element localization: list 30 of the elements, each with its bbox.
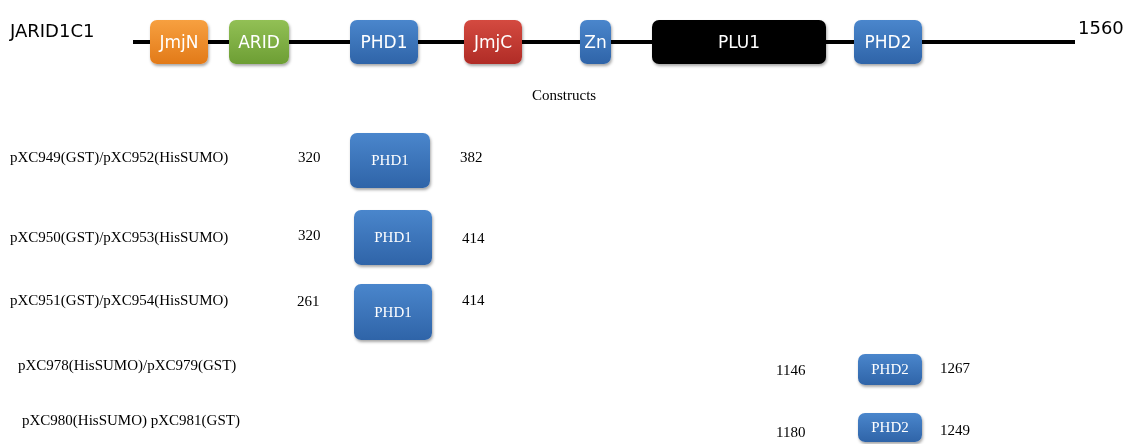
domain-box: PHD1 [354, 284, 432, 340]
construct-name: pXC950(GST)/pXC953(HisSUMO) [10, 228, 229, 246]
construct-name: pXC951(GST)/pXC954(HisSUMO) [10, 291, 229, 309]
residue-number: 382 [460, 148, 483, 166]
protein-name: JARID1C1 [10, 19, 95, 41]
residue-number: 414 [462, 229, 485, 247]
domain-box: PHD1 [354, 210, 432, 265]
construct-name: pXC980(HisSUMO) pXC981(GST) [22, 411, 240, 429]
construct-name: pXC978(HisSUMO)/pXC979(GST) [18, 356, 237, 374]
domain-box: PHD1 [350, 20, 418, 64]
domain-box: PHD2 [858, 413, 922, 442]
section-heading: Constructs [532, 86, 597, 104]
residue-number: 320 [298, 226, 321, 244]
residue-number: 1249 [940, 421, 970, 439]
construct-name: pXC949(GST)/pXC952(HisSUMO) [10, 148, 229, 166]
residue-number: 1267 [940, 359, 970, 377]
residue-number: 320 [298, 148, 321, 166]
domain-box: ARID [229, 20, 289, 64]
residue-number: 1560 [1078, 16, 1124, 38]
residue-number: 414 [462, 291, 485, 309]
domain-box: JmjC [464, 20, 522, 64]
domain-box: PHD1 [350, 133, 430, 188]
domain-box: JmjN [150, 20, 208, 64]
domain-box: PHD2 [854, 20, 922, 64]
domain-box: Zn [580, 20, 611, 64]
residue-number: 261 [297, 292, 320, 310]
domain-box: PHD2 [858, 354, 922, 385]
residue-number: 1146 [776, 361, 806, 379]
residue-number: 1180 [776, 423, 806, 441]
domain-box: PLU1 [652, 20, 826, 64]
